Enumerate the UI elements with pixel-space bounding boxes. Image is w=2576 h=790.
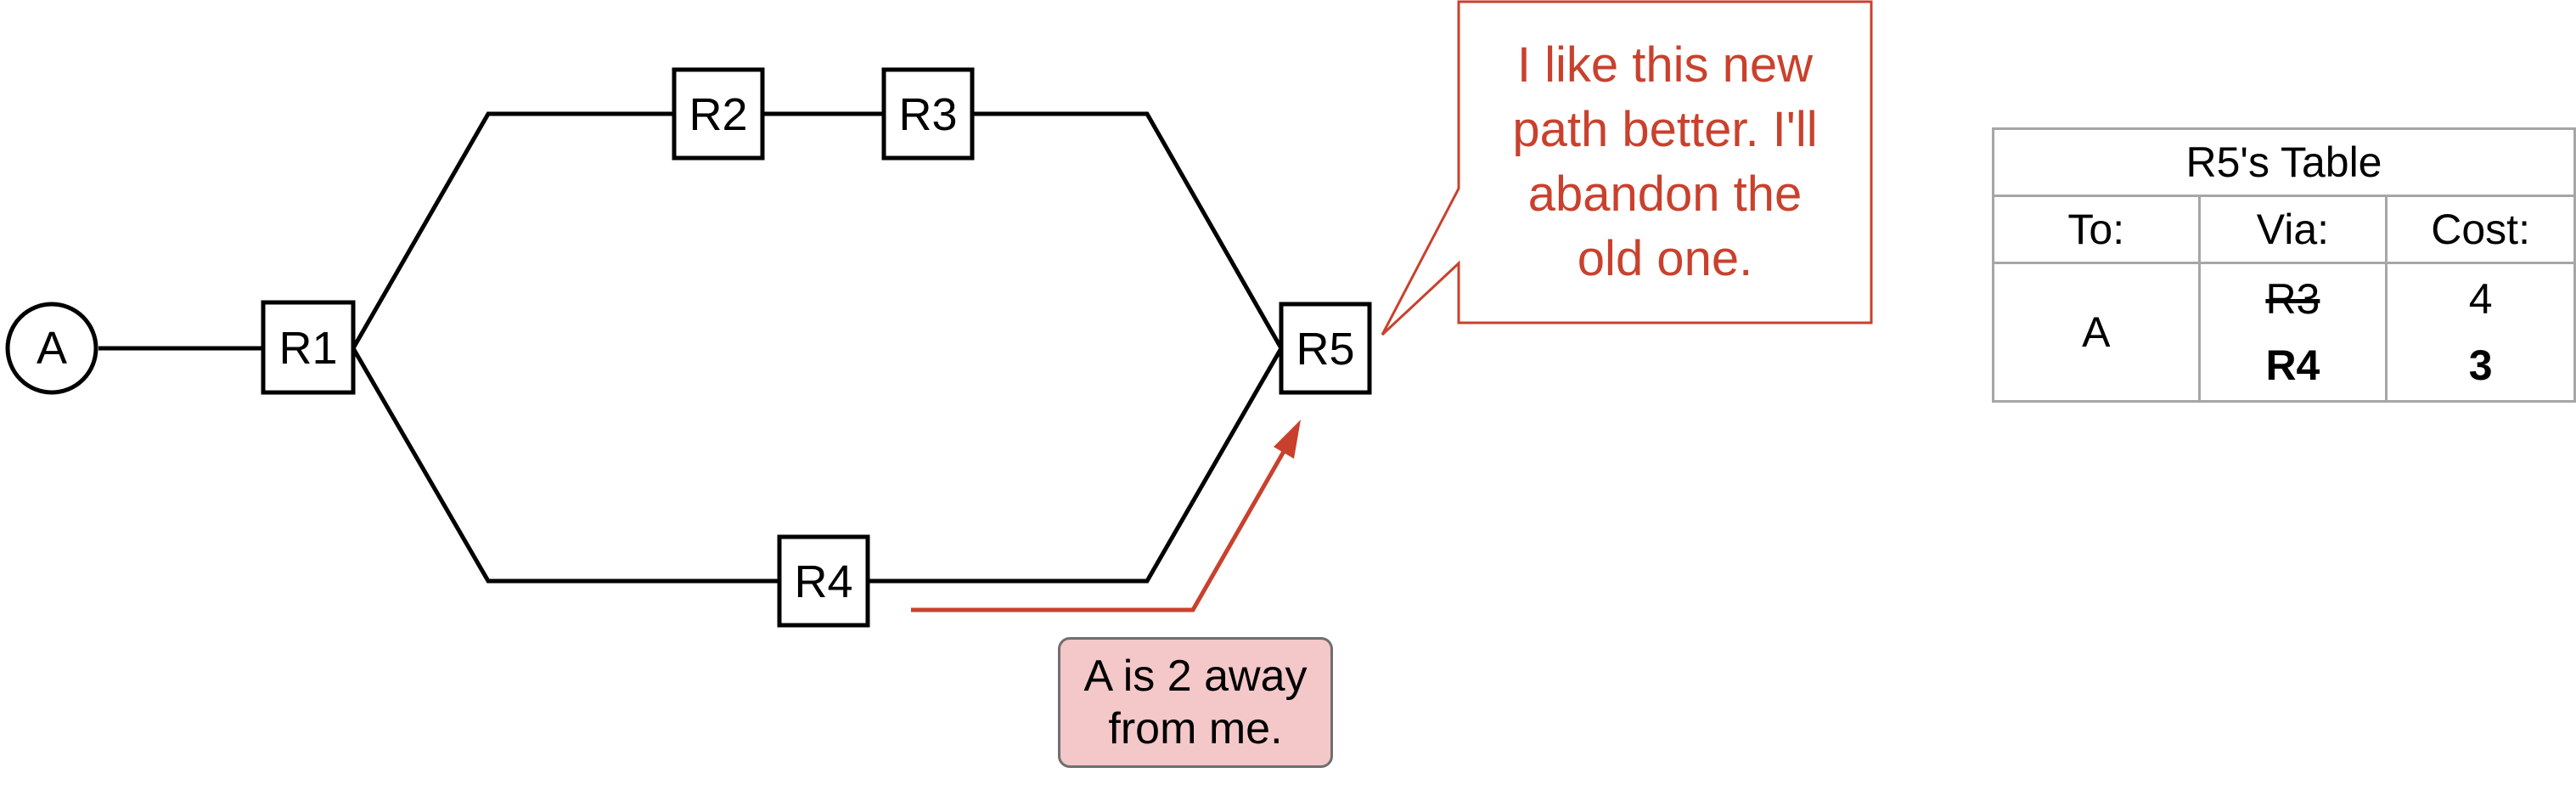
callout-line: old one. <box>1577 231 1753 286</box>
host-a-label: A <box>37 323 67 374</box>
router-r3: R3 <box>881 67 975 161</box>
callout-line: path better. I'll <box>1512 102 1818 157</box>
router-r3-label: R3 <box>898 89 957 140</box>
router-r5: R5 <box>1279 302 1372 395</box>
callout-text: I like this new path better. I'll abando… <box>1459 33 1871 291</box>
router-r1-label: R1 <box>278 323 337 374</box>
router-r2-label: R2 <box>689 89 747 140</box>
advertisement-arrow <box>911 420 1301 612</box>
header-via: Via: <box>2197 195 2388 264</box>
link-r1-upper-path <box>351 111 1284 350</box>
message-line: from me. <box>1108 704 1283 753</box>
router-r5-label: R5 <box>1296 324 1354 375</box>
callout-line: I like this new <box>1516 37 1814 93</box>
cost-old: 4 <box>2468 275 2493 323</box>
router-r1: R1 <box>261 300 356 395</box>
via-old: R3 <box>2265 275 2320 323</box>
speech-callout <box>1381 0 1873 336</box>
router-r2: R2 <box>672 67 765 161</box>
cell-via: R3 R4 <box>2197 262 2388 403</box>
callout-line: abandon the <box>1527 166 1803 222</box>
advertisement-message: A is 2 away from me. <box>1058 637 1333 768</box>
message-line: A is 2 away <box>1083 652 1308 701</box>
router-r4: R4 <box>777 534 870 628</box>
router-r4-label: R4 <box>794 556 852 607</box>
header-to: To: <box>1992 195 2201 264</box>
cost-new: 3 <box>2468 341 2493 389</box>
via-new: R4 <box>2265 341 2320 389</box>
host-a: A <box>5 302 98 395</box>
header-cost: Cost: <box>2385 195 2576 264</box>
cell-destination: A <box>1992 262 2201 403</box>
cell-cost: 4 3 <box>2385 262 2576 403</box>
routing-table-title: R5's Table <box>1992 127 2576 197</box>
routing-table: R5's Table To: Via: Cost: A R3 R4 4 3 <box>1992 127 2576 403</box>
